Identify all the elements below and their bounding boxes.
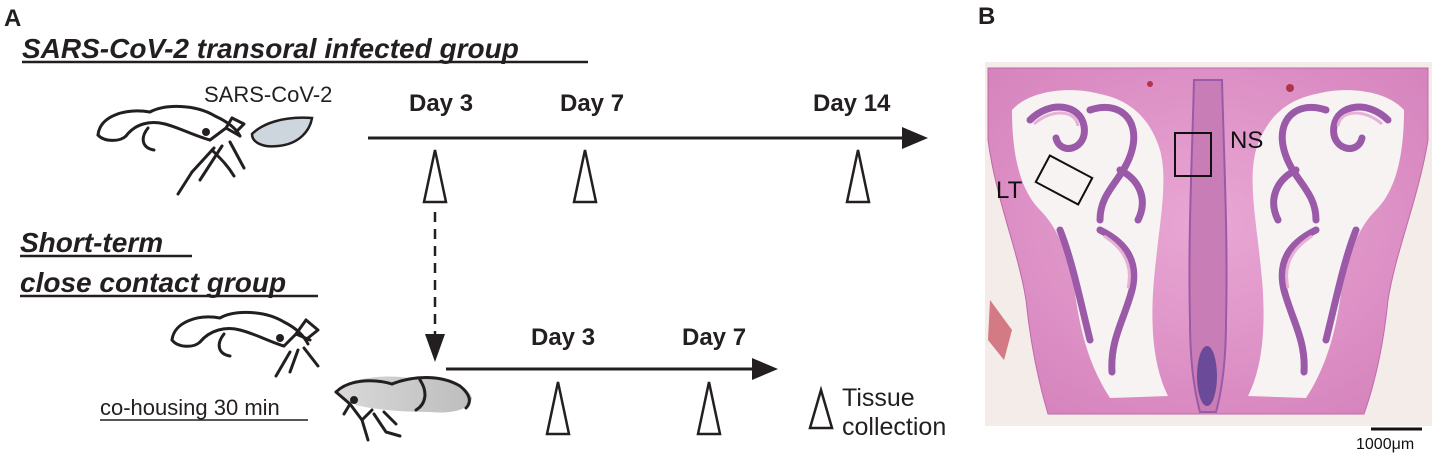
lt-roi-box xyxy=(1034,154,1094,206)
contact-day-7-label: Day 7 xyxy=(682,324,746,351)
ns-roi-box xyxy=(1174,132,1212,177)
panel-b: B xyxy=(978,3,1432,453)
panel-letter-b: B xyxy=(978,3,995,30)
legend-label-line2: collection xyxy=(842,413,946,441)
virus-label: SARS-CoV-2 xyxy=(204,82,332,107)
infected-mouse-gray-sketch xyxy=(334,376,472,442)
collection-marker-icon xyxy=(572,149,598,204)
legend-label-line1: Tissue xyxy=(842,384,915,412)
histology-micrograph xyxy=(985,62,1432,426)
naive-mouse-sketch xyxy=(170,310,320,378)
infected-day-3-label: Day 3 xyxy=(409,90,473,117)
panel-letter-a: A xyxy=(4,5,21,32)
infected-group-title: SARS-CoV-2 transoral infected group xyxy=(22,33,519,64)
infected-group: SARS-CoV-2 transoral infected group xyxy=(22,33,928,362)
legend: Tissue collection xyxy=(808,384,946,441)
infected-mouse-sketch xyxy=(96,104,246,196)
contact-group: Short-term close contact group xyxy=(20,227,778,442)
contact-timeline-arrowhead xyxy=(752,358,778,380)
cohousing-transfer-arrowhead xyxy=(425,334,445,362)
collection-marker-icon xyxy=(696,381,722,436)
collection-marker-icon xyxy=(545,381,571,436)
collection-marker-icon xyxy=(422,149,448,204)
contact-day-3-label: Day 3 xyxy=(531,324,595,351)
contact-group-title-line2: close contact group xyxy=(20,267,286,298)
scale-bar-label: 1000μm xyxy=(1356,436,1414,453)
label-lt: LT xyxy=(996,177,1023,204)
infected-timeline-arrowhead xyxy=(902,127,928,149)
contact-group-title-line1: Short-term xyxy=(20,227,163,258)
infected-day-14-label: Day 14 xyxy=(813,90,891,117)
vomeronasal-organ xyxy=(1197,346,1217,406)
panel-a: A SARS-CoV-2 transoral infected group xyxy=(4,5,946,442)
infected-day-7-label: Day 7 xyxy=(560,90,624,117)
legend-collection-marker-icon xyxy=(808,385,834,430)
label-ns: NS xyxy=(1230,127,1263,154)
collection-marker-icon xyxy=(845,149,871,204)
cohousing-label: co-housing 30 min xyxy=(100,395,280,420)
virus-drop-icon xyxy=(250,116,314,148)
